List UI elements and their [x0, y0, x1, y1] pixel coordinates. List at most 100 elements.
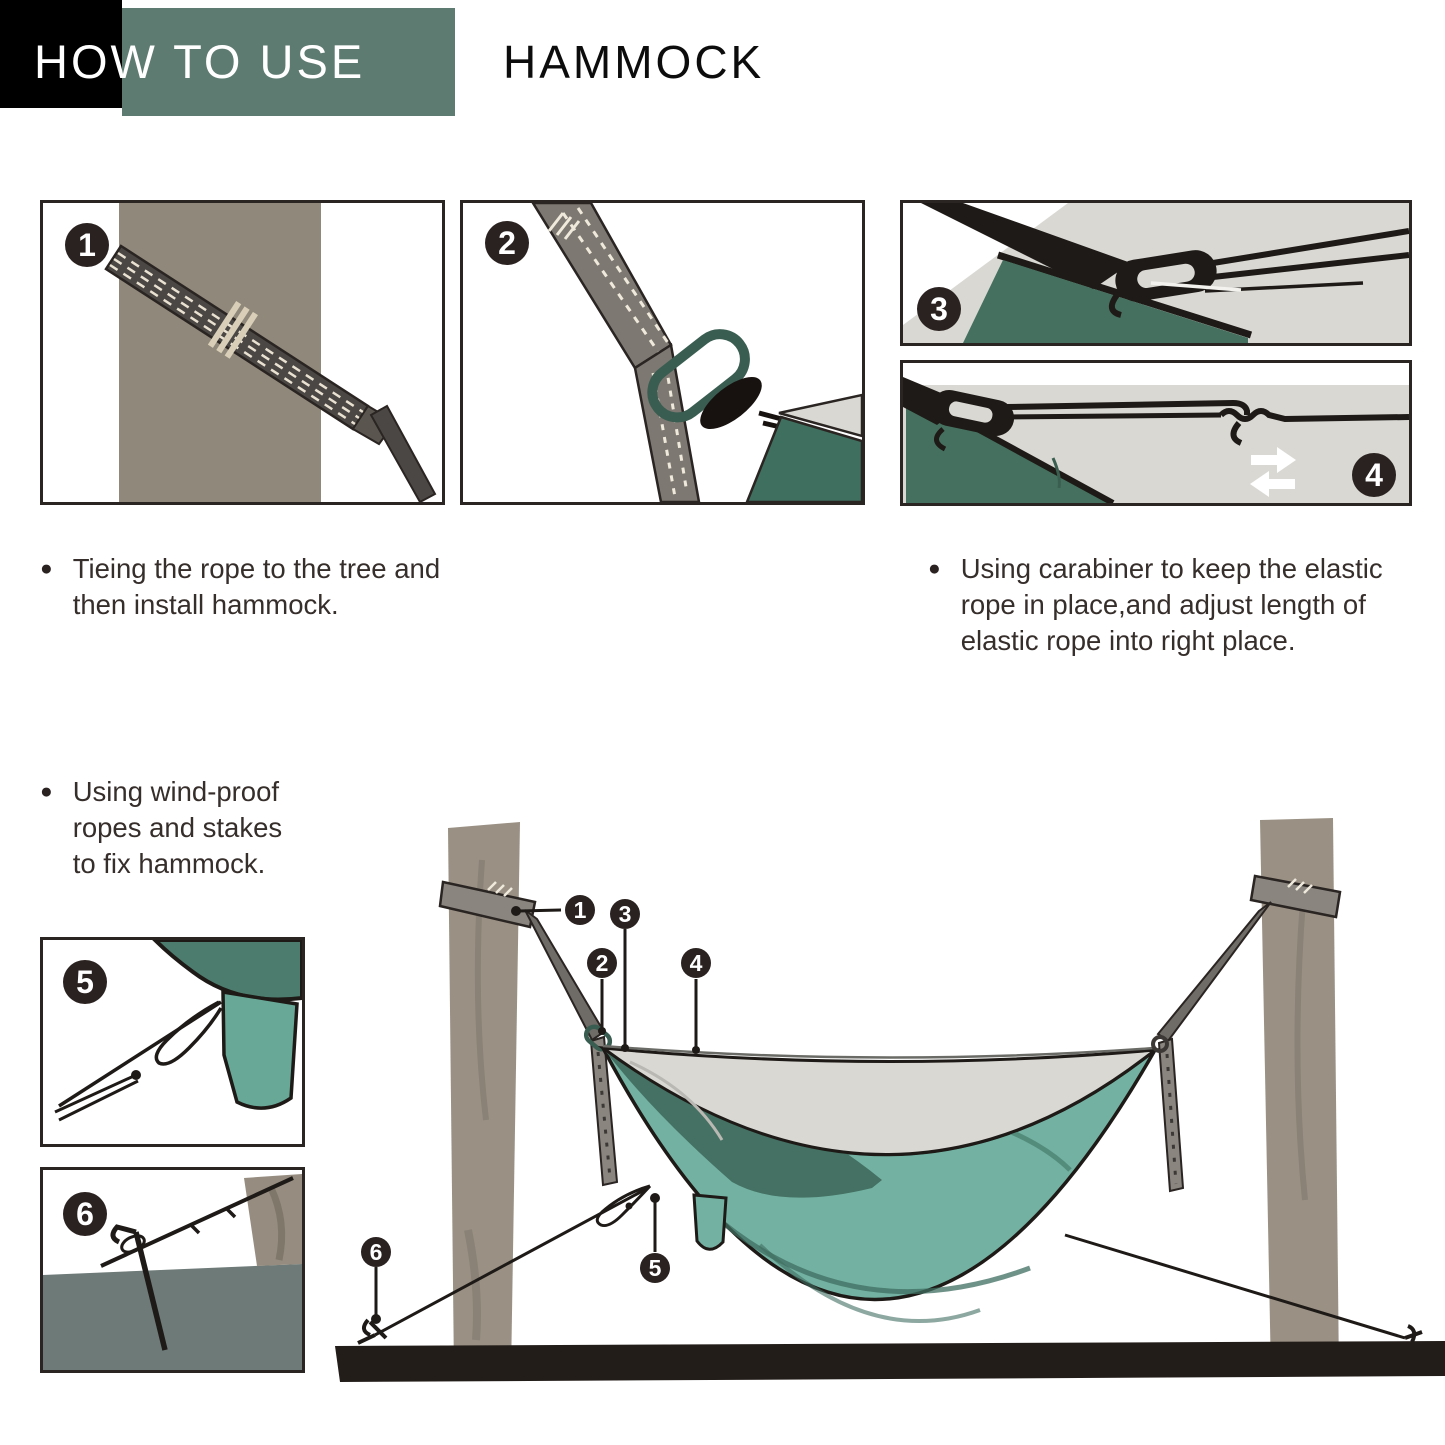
- stake-hook: [110, 1224, 137, 1245]
- hammock-end-dark: [152, 940, 302, 1002]
- bark-shading: [267, 1186, 286, 1261]
- hammock-corner-mesh: [778, 393, 862, 438]
- step-panel-5: 5: [40, 937, 305, 1147]
- wind-rope: [58, 1000, 222, 1108]
- rope-knots: [189, 1207, 237, 1235]
- right-strap: [1156, 901, 1272, 1043]
- strap-center-marks: [207, 300, 258, 359]
- svg-text:3: 3: [619, 901, 632, 927]
- elastic-ropes: [1212, 228, 1409, 280]
- tree-trunk: [119, 203, 321, 502]
- hammock-setup-diagram: 1 2 3 4 5 6: [335, 818, 1445, 1382]
- stuff-sack: [692, 1193, 728, 1251]
- hanging-rope: [369, 404, 437, 502]
- bullet-dot-icon: ●: [40, 780, 53, 803]
- step-3-illustration: 3: [903, 203, 1409, 343]
- step-2-badge: [485, 221, 529, 265]
- step-5-badge: [63, 960, 107, 1004]
- step-panel-3: 3: [900, 200, 1412, 346]
- fabric-crease: [1051, 457, 1061, 489]
- caption-carabiner: ● Using carabiner to keep the elastic ro…: [928, 551, 1383, 659]
- right-dangling-strap: [1157, 1037, 1185, 1193]
- ground: [43, 1264, 302, 1370]
- right-wind-rope: [1064, 1233, 1406, 1340]
- ground-bar: [335, 1341, 1445, 1382]
- leader-line: [518, 908, 562, 913]
- caption-tie-rope-text: Tieing the rope to the tree and then ins…: [72, 553, 441, 620]
- mesh-crease: [629, 1060, 724, 1141]
- fabric-crease: [758, 1243, 981, 1323]
- callout-2-badge: [587, 948, 617, 978]
- callout-5-badge: [640, 1253, 670, 1283]
- step-1-illustration: 1: [65, 203, 437, 502]
- right-end-loop: [1151, 1035, 1169, 1053]
- hook-left: [934, 427, 947, 452]
- svg-text:6: 6: [76, 1196, 94, 1232]
- svg-text:4: 4: [690, 950, 703, 976]
- leader-dot: [511, 906, 521, 916]
- hook: [1108, 293, 1122, 318]
- fabric-crease: [708, 1210, 1031, 1295]
- hook-adjuster: [1230, 421, 1243, 446]
- left-dangling-strap: [589, 1035, 619, 1187]
- step-2-illustration: 2: [485, 203, 862, 502]
- right-strap-marks: [1287, 878, 1313, 894]
- callout-6-badge: [361, 1237, 391, 1267]
- leader-dot: [692, 1046, 700, 1054]
- rope-loop: [154, 1000, 223, 1066]
- step-6-illustration: 6: [43, 1174, 302, 1370]
- carabiner-icon: [931, 389, 1015, 436]
- bullet-dot-icon: ●: [40, 557, 53, 580]
- callout-2: 2: [587, 948, 617, 1035]
- caption-tie-rope: ● Tieing the rope to the tree and then i…: [40, 551, 440, 623]
- stake: [133, 1231, 168, 1351]
- left-strap-marks: [487, 881, 513, 897]
- svg-text:1: 1: [574, 897, 587, 923]
- hammock-end-light: [221, 989, 299, 1110]
- tree-strap: [531, 203, 673, 370]
- hammock-corner-fabric: [745, 415, 862, 502]
- left-strap-rungs: [596, 1051, 612, 1179]
- header-teal-block: [122, 8, 455, 116]
- ridgeline: [602, 1044, 1156, 1059]
- step-1-badge: [65, 223, 109, 267]
- leader-dot: [598, 1027, 606, 1035]
- right-strap-rungs: [1165, 1053, 1178, 1185]
- callout-5: 5: [640, 1193, 670, 1283]
- step-panel-6: 6: [40, 1167, 305, 1373]
- leader-dot: [650, 1193, 660, 1203]
- elastic-rope-upper: [1006, 399, 1250, 415]
- elastic-rope-lower: [1002, 412, 1222, 420]
- step-4-illustration: 4: [903, 363, 1409, 503]
- tree-trunk: [244, 1174, 302, 1266]
- rope-tails: [54, 1073, 139, 1122]
- callout-4: 4: [681, 948, 711, 1054]
- hammock-fabric: [963, 260, 1248, 343]
- step-4-badge: [1352, 453, 1396, 497]
- leader-dot: [371, 1314, 381, 1324]
- callout-4-badge: [681, 948, 711, 978]
- callout-3-badge: [610, 899, 640, 929]
- caption-carabiner-text: Using carabiner to keep the elastic rope…: [960, 553, 1383, 656]
- step-3-badge: [917, 287, 961, 331]
- background-white-strip: [903, 363, 1409, 385]
- page-title: HAMMOCK: [503, 36, 765, 88]
- right-stake: [1404, 1324, 1423, 1343]
- callout-6: 6: [361, 1237, 391, 1324]
- callout-1: 1: [511, 895, 595, 925]
- left-stake: [357, 1318, 388, 1345]
- dangling-strap-stitching: [651, 364, 689, 498]
- svg-text:3: 3: [930, 291, 948, 327]
- leader-dot: [621, 1044, 629, 1052]
- step-5-illustration: 5: [54, 940, 302, 1122]
- step-panel-2: 2: [460, 200, 865, 505]
- strap-end: [921, 203, 1131, 289]
- caption-windproof: ● Using wind-proof ropes and stakes to f…: [40, 774, 282, 882]
- callout-1-badge: [565, 895, 595, 925]
- strap-stitching: [547, 207, 670, 354]
- caption-windproof-text: Using wind-proof ropes and stakes to fix…: [72, 776, 283, 879]
- svg-text:6: 6: [370, 1239, 383, 1265]
- svg-text:5: 5: [76, 964, 94, 1000]
- carabiner-icon: [647, 329, 750, 423]
